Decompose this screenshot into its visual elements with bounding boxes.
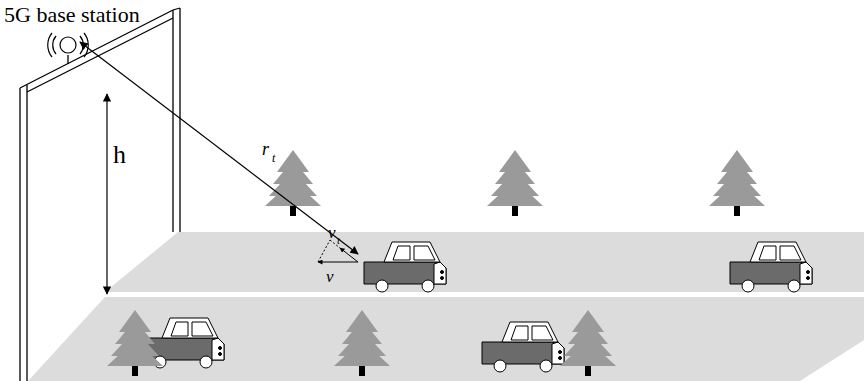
- road-lane: [28, 297, 864, 381]
- velocity-subscript: t: [337, 235, 340, 246]
- road-lane: [105, 232, 864, 292]
- distance-label: r: [262, 140, 269, 158]
- height-label: h: [113, 142, 126, 168]
- distance-arrow: [80, 42, 358, 254]
- velocity-label: v: [326, 268, 334, 285]
- mast: [20, 8, 180, 381]
- distance-subscript: t: [272, 152, 275, 164]
- antenna-symbol: [48, 33, 89, 57]
- height-arrow: [106, 94, 107, 294]
- velocity-label: v: [328, 224, 336, 241]
- station-label: 5G base station: [4, 4, 140, 26]
